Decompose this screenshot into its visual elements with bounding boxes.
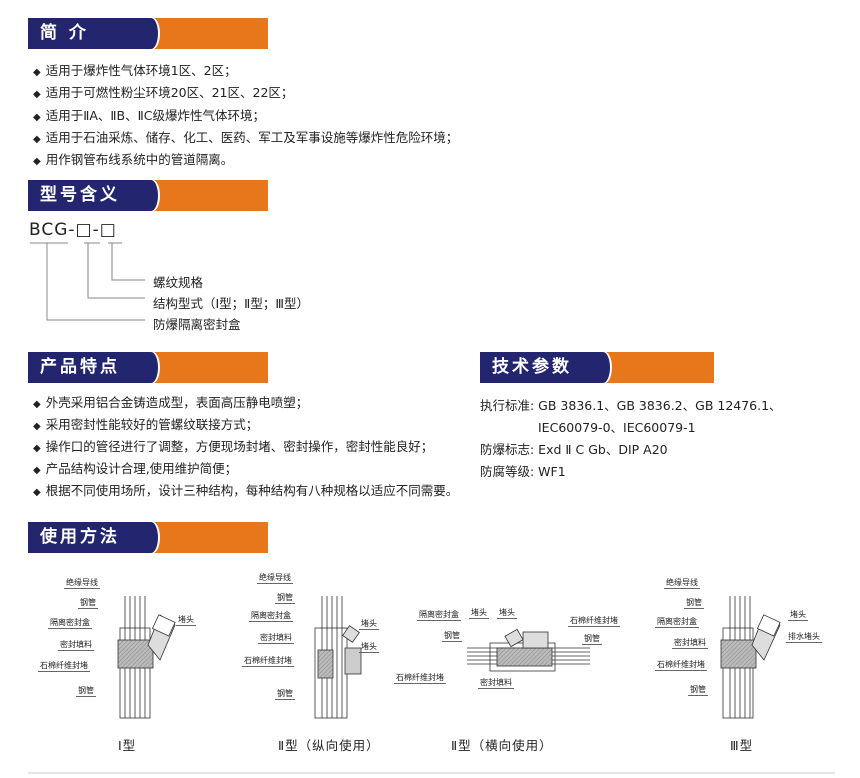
label-filler: 密封填料: [478, 678, 514, 689]
label-fiber-seal: 石棉纤维封堵: [242, 656, 294, 667]
list-item: 用作钢管布线系统中的管道隔离。: [33, 152, 234, 170]
diagram-type2h: [467, 628, 590, 672]
label-plug: 堵头: [788, 610, 808, 621]
header-accent: [596, 352, 714, 383]
label-pipe: 钢管: [688, 685, 708, 696]
section-header-intro: 简 介: [28, 18, 268, 49]
label-drain-plug: 排水堵头: [786, 632, 822, 643]
label-plug: 堵头: [176, 615, 196, 626]
label-box: 隔离密封盒: [655, 617, 699, 628]
list-item: 根据不同使用场所，设计三种结构，每种结构有八种规格以适应不同需要。: [33, 483, 459, 501]
section-header-model: 型号含义: [28, 180, 268, 211]
caption-type1: Ⅰ型: [118, 738, 137, 753]
list-item: 采用密封性能较好的管螺纹联接方式；: [33, 417, 259, 435]
label-pipe: 钢管: [442, 631, 462, 642]
label-pipe: 钢管: [582, 634, 602, 645]
caption-type2h: Ⅱ型（横向使用）: [451, 738, 553, 753]
spec-corrosion: 防腐等级: WF1: [480, 464, 566, 479]
label-pipe: 钢管: [78, 598, 98, 609]
label-plug: 堵头: [359, 619, 379, 630]
label-filler: 密封填料: [58, 640, 94, 651]
diagram-type2v: [314, 596, 362, 719]
list-item: 外壳采用铝合金铸造成型，表面高压静电喷塑；: [33, 395, 309, 413]
legend-structure: 结构型式（Ⅰ型；Ⅱ型；Ⅲ型）: [153, 296, 309, 311]
section-header-specs: 技术参数: [480, 352, 714, 383]
label-fiber-seal: 石棉纤维封堵: [568, 616, 620, 627]
section-title: 产品特点: [28, 352, 158, 383]
label-wire: 绝缘导线: [257, 573, 293, 584]
spec-ex-mark: 防爆标志: Exd Ⅱ C Gb、DIP A20: [480, 442, 668, 457]
label-wire: 绝缘导线: [64, 578, 100, 589]
label-pipe: 钢管: [684, 598, 704, 609]
section-header-usage: 使用方法: [28, 522, 268, 553]
caption-type3: Ⅲ型: [730, 738, 754, 753]
label-fiber-seal: 石棉纤维封堵: [38, 661, 90, 672]
label-fiber-seal: 石棉纤维封堵: [655, 660, 707, 671]
label-plug: 堵头: [497, 608, 517, 619]
label-filler: 密封填料: [258, 633, 294, 644]
label-pipe: 钢管: [275, 689, 295, 700]
header-accent: [144, 352, 268, 383]
list-item: 适用于可燃性粉尘环境20区、21区、22区；: [33, 85, 294, 103]
legend-thread: 螺纹规格: [153, 275, 204, 290]
diagram-type3: [720, 596, 781, 719]
spec-standard-cont: IEC60079-0、IEC60079-1: [538, 420, 696, 435]
list-item: 产品结构设计合理,使用维护简便；: [33, 461, 237, 479]
list-item: 操作口的管径进行了调整，方便现场封堵、密封操作，密封性能良好；: [33, 439, 434, 457]
section-header-features: 产品特点: [28, 352, 268, 383]
label-box: 隔离密封盒: [249, 611, 293, 622]
header-accent: [144, 522, 268, 553]
caption-type2v: Ⅱ型（纵向使用）: [278, 738, 380, 753]
label-plug: 堵头: [359, 642, 379, 653]
section-title: 简 介: [28, 18, 158, 49]
header-accent: [144, 180, 268, 211]
label-fiber-seal: 石棉纤维封堵: [394, 673, 446, 684]
label-plug: 堵头: [469, 608, 489, 619]
label-pipe: 钢管: [76, 686, 96, 697]
label-wire: 绝缘导线: [664, 578, 700, 589]
list-item: 适用于ⅡA、ⅡB、ⅡC级爆炸性气体环境；: [33, 108, 265, 126]
label-box: 隔离密封盒: [48, 618, 92, 629]
model-code: BCG-□-□: [29, 220, 117, 240]
section-title: 技术参数: [480, 352, 610, 383]
spec-standard: 执行标准: GB 3836.1、GB 3836.2、GB 12476.1、: [480, 398, 782, 413]
section-title: 型号含义: [28, 180, 158, 211]
header-accent: [144, 18, 268, 49]
diagram-type1: [117, 596, 176, 719]
list-item: 适用于爆炸性气体环境1区、2区；: [33, 63, 237, 81]
legend-product: 防爆隔离密封盒: [153, 317, 241, 332]
section-title: 使用方法: [28, 522, 158, 553]
label-filler: 密封填料: [672, 638, 708, 649]
label-pipe: 钢管: [275, 593, 295, 604]
list-item: 适用于石油采炼、储存、化工、医药、军工及军事设施等爆炸性危险环境；: [33, 130, 459, 148]
label-box: 隔离密封盒: [417, 610, 461, 621]
